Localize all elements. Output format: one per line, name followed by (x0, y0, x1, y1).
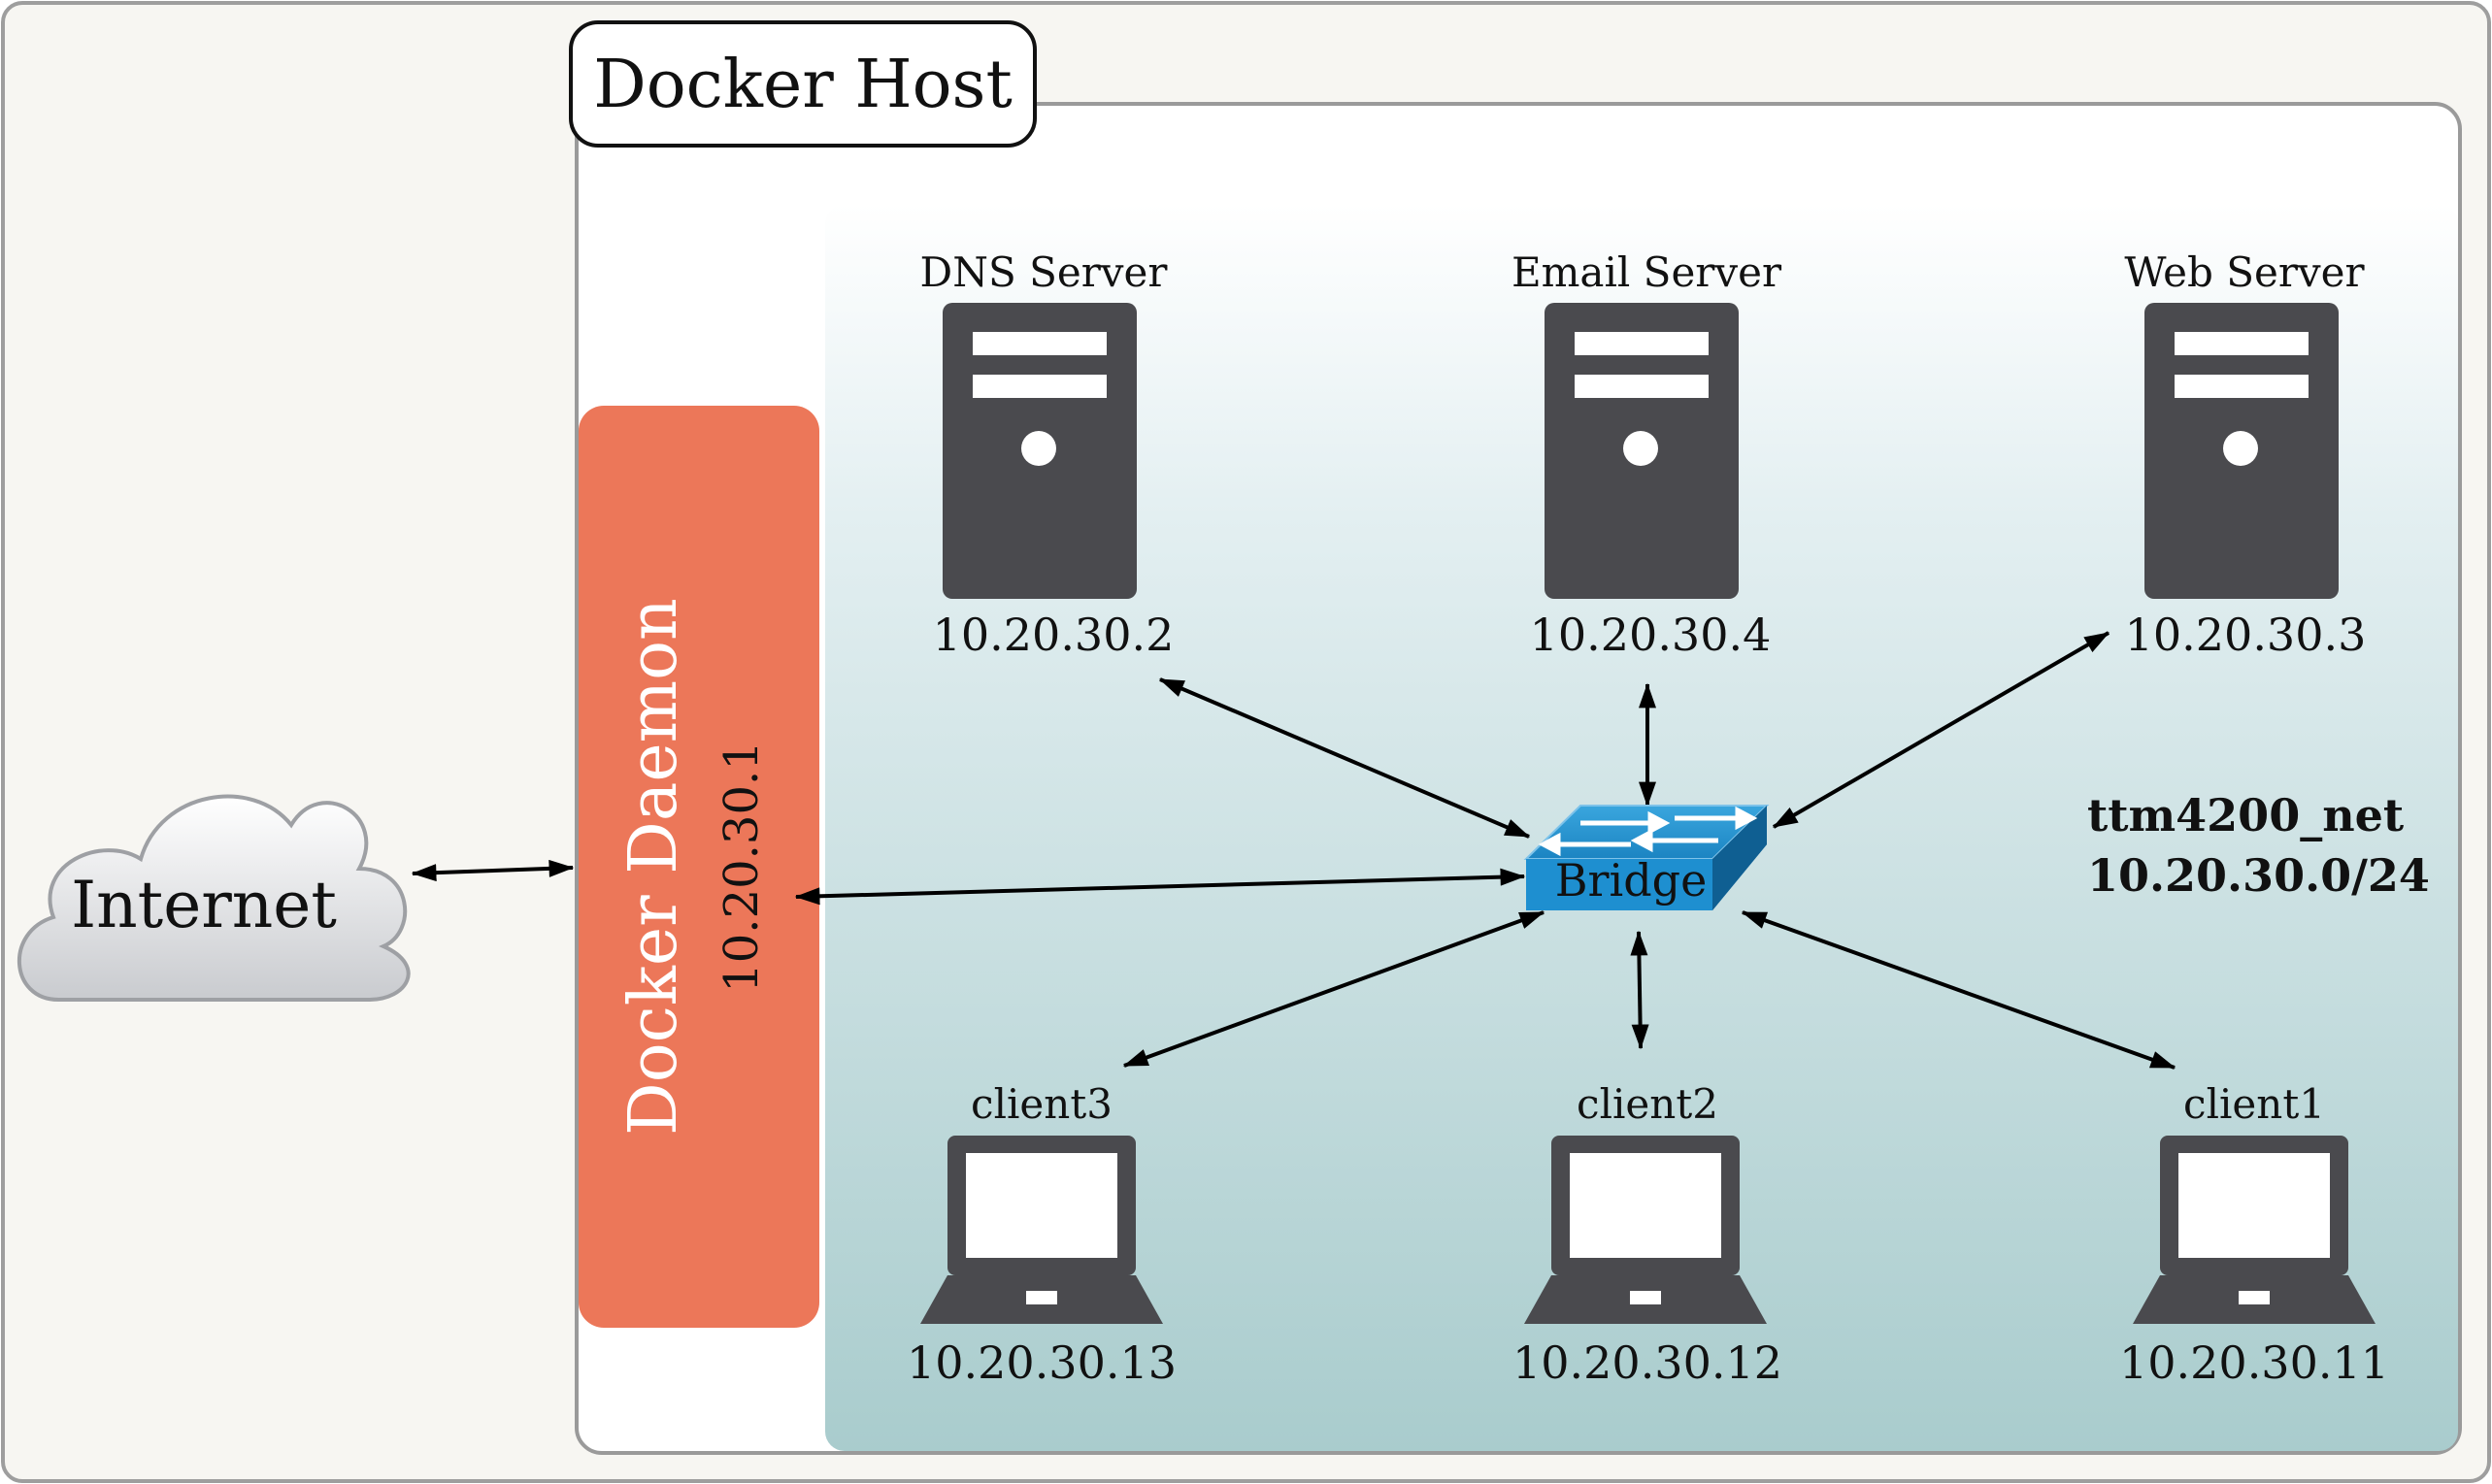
arrow-client1-bridge (1741, 910, 2176, 1070)
laptop-icon (920, 1136, 1163, 1324)
client2-label: client2 (1577, 1080, 1718, 1128)
docker-host-title-box (569, 20, 1037, 148)
laptop-icon (1524, 1136, 1767, 1324)
dns-server: DNS Server 10.20.30.2 (920, 248, 1175, 661)
docker-host-title: Docker Host (593, 47, 1013, 123)
client2: client2 10.20.30.12 (1512, 1080, 1782, 1389)
client1: client1 10.20.30.11 (2119, 1080, 2389, 1389)
web-server-label: Web Server (2124, 248, 2365, 296)
arrow-client2-bridge (1630, 930, 1649, 1050)
arrow-client3-bridge (1122, 910, 1545, 1068)
email-server: Email Server 10.20.30.4 (1512, 248, 1782, 661)
docker-daemon-label: Docker Daemon (615, 598, 692, 1136)
docker-daemon-box (579, 406, 819, 1328)
bridge-icon (1523, 805, 1770, 910)
email-server-label: Email Server (1512, 248, 1782, 296)
client3: client3 10.20.30.13 (907, 1080, 1177, 1389)
web-server-ip: 10.20.30.3 (2125, 609, 2367, 661)
server-icon (1545, 303, 1739, 599)
email-server-ip: 10.20.30.4 (1530, 609, 1772, 661)
client3-label: client3 (971, 1080, 1113, 1128)
network-subnet: 10.20.30.0/24 (2087, 849, 2430, 902)
connection-arrows (411, 631, 2176, 1070)
client1-label: client1 (2183, 1080, 2325, 1128)
docker-daemon-ip: 10.20.30.1 (714, 741, 769, 993)
laptop-icon (2133, 1136, 2376, 1324)
internet-label: Internet (71, 868, 337, 942)
arrow-daemon-bridge (794, 868, 1526, 906)
dns-server-ip: 10.20.30.2 (933, 609, 1175, 661)
server-icon (943, 303, 1137, 599)
client2-ip: 10.20.30.12 (1512, 1336, 1782, 1389)
server-icon (2144, 303, 2339, 599)
web-server: Web Server 10.20.30.3 (2124, 248, 2366, 661)
client3-ip: 10.20.30.13 (907, 1336, 1177, 1389)
arrow-internet-daemon (411, 859, 575, 882)
bridge-label: Bridge (1555, 854, 1708, 907)
arrow-dns-bridge (1158, 677, 1531, 839)
client1-ip: 10.20.30.11 (2119, 1336, 2389, 1389)
arrow-web-bridge (1772, 631, 2110, 829)
network-name: ttm4200_net (2087, 789, 2405, 841)
dns-server-label: DNS Server (920, 248, 1169, 296)
cloud-icon (17, 794, 411, 1002)
